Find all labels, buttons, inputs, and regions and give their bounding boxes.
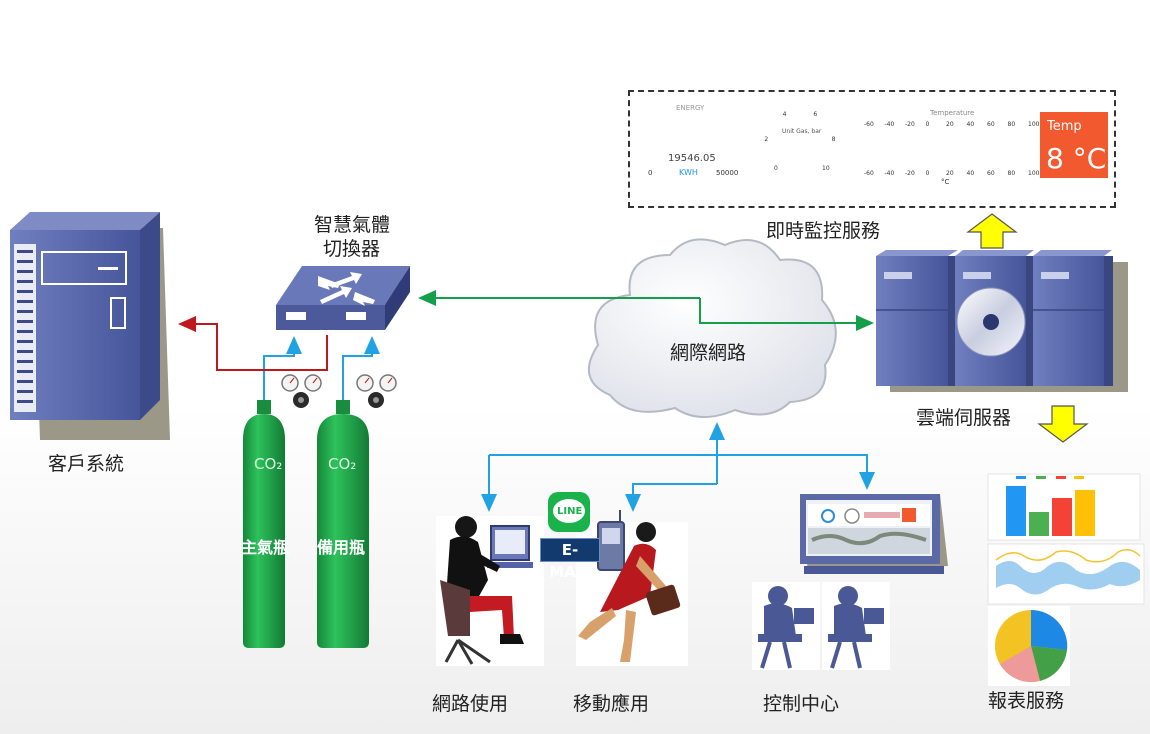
gas-switcher-icon [276,266,410,330]
control-center-icon [752,494,948,670]
thermometer-scale-tick: -60 [864,170,874,177]
switcher-label-line1: 智慧氣體 [314,214,391,236]
backup-bottle-gas: CO₂ [328,455,357,473]
main-bottle-label: 主氣瓶 [241,538,290,557]
report-pie-chart-icon [988,606,1070,686]
internet-cloud-icon [588,238,837,419]
internet-endpoint-links [481,422,875,512]
temperature-tile: Temp 8 °C [1040,112,1108,178]
line-app-icon: LINE [548,492,590,532]
co2-bottle-backup [317,400,369,648]
energy-max: 50000 [716,169,739,177]
thermometer-scale-tick: 80 [1007,170,1016,177]
web-user-icon [436,516,544,666]
thermometer-scale-tick: -20 [905,170,915,177]
thermometer-scale-tick: 20 [946,121,954,128]
energy-min: 0 [648,169,653,177]
report-line-chart-icon [987,543,1145,605]
thermometer-scale-tick: 0 [925,170,930,177]
energy-title: ENERGY [676,104,705,112]
switcher-to-client-arrow [178,316,328,371]
regulator-icon-backup [356,374,397,408]
thermometer-scale-tick: 60 [987,121,995,128]
backup-bottle-label: 備用瓶 [317,538,366,557]
thermometer-title: Temperature [930,109,975,117]
yellow-arrow-down [1037,405,1089,443]
mobile-use-label: 移動應用 [573,693,650,715]
temperature-label: Temp [1047,119,1082,134]
thermometer-scale-tick: -60 [864,121,874,128]
thermometer-scale-tick: 100 [1028,170,1040,177]
thermometer-scale-tick: 80 [1007,121,1016,128]
thermometer-scale-tick: 60 [987,170,995,177]
report-label: 報表服務 [988,690,1065,712]
gas-scale-tick: 2 [764,135,769,143]
gas-scale-tick: 0 [773,165,778,173]
energy-value: 19546.05 [668,153,716,164]
line-badge-text: LINE [557,506,583,517]
gas-scale-tick: 8 [831,135,836,143]
main-bottle-gas: CO₂ [254,455,283,473]
thermometer-scale-tick: -20 [905,121,915,128]
thermometer-scale-tick: 0 [925,121,930,128]
energy-unit: KWH [679,168,698,177]
yellow-arrow-up [966,213,1018,249]
thermometer-scale-tick: -40 [884,170,895,177]
internet-label: 網際網路 [670,342,747,364]
mobile-user-icon [576,510,688,666]
monitoring-dashboard-panel [628,90,1116,208]
co2-bottle-main [243,400,285,648]
gas-gauge-title: Unit Gas, bar [782,128,822,135]
thermometer-scale-tick: 40 [966,121,975,128]
cloud-server-icon [876,250,1128,392]
report-bar-chart-icon [987,473,1141,541]
gas-scale-tick: 4 [782,110,787,118]
thermometer-scale-tick: 40 [966,170,975,177]
bottle-to-switcher-lines [263,336,380,400]
control-center-label: 控制中心 [763,693,840,715]
internet-switcher-link [418,290,874,331]
gas-scale-tick: 6 [813,110,818,118]
thermometer-unit: °C [941,178,950,186]
web-use-label: 網路使用 [432,693,509,715]
regulator-icon-main [281,374,322,408]
switcher-label-line2: 切換器 [323,238,381,260]
thermometer-scale-tick: -40 [884,121,895,128]
client-server-icon [10,212,170,440]
email-badge: E-MAIL [540,538,600,581]
client-label: 客戶系統 [48,453,125,475]
thermometer-scale-tick: 100 [1028,121,1040,128]
cloud-server-label: 雲端伺服器 [916,407,1012,429]
thermometer-scale-tick: 20 [946,170,954,177]
gas-scale-tick: 10 [822,165,830,173]
monitoring-label: 即時監控服務 [766,220,881,242]
temperature-value: 8 °C [1046,142,1107,175]
